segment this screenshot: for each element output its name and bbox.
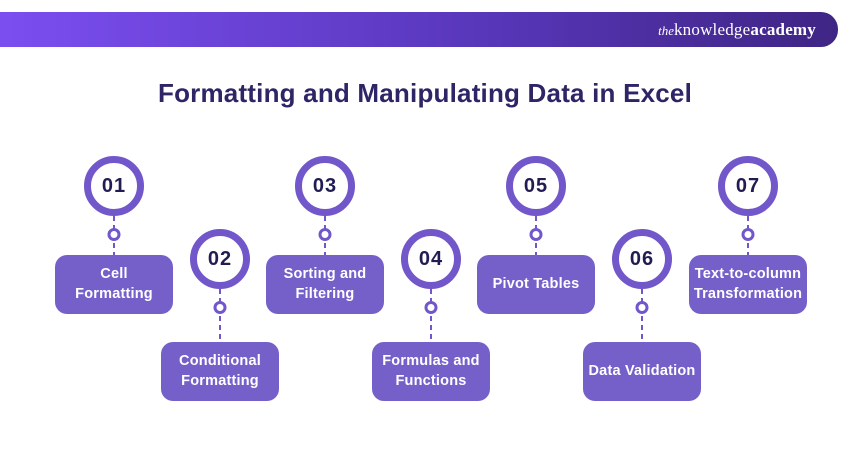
step-number: 04 — [418, 247, 444, 270]
step-number: 05 — [523, 174, 549, 197]
step-label: Pivot Tables — [492, 275, 580, 292]
connector-line — [424, 289, 438, 342]
step-label-box: Formulas and Functions — [372, 342, 490, 401]
step-number: 03 — [312, 174, 338, 197]
connector-line — [318, 216, 332, 255]
step-label: Data Validation — [588, 362, 696, 379]
step-label-box: Pivot Tables — [477, 255, 595, 314]
step-label: Conditional Formatting — [179, 353, 261, 389]
step-label: Sorting and Filtering — [283, 266, 367, 302]
knowledge-academy-logo: theknowledgeacademy — [658, 20, 816, 40]
connector-line — [529, 216, 543, 255]
step-number: 01 — [101, 174, 127, 197]
step-number-circle: 01 — [84, 156, 144, 216]
step-label: Formulas and Functions — [382, 353, 480, 389]
step-number-circle: 07 — [718, 156, 778, 216]
step-item-03: 03 Sorting and Filtering — [266, 156, 384, 314]
step-label: Text-to-column Transformation — [693, 266, 803, 302]
connector-dot — [529, 228, 543, 241]
step-number-circle: 05 — [506, 156, 566, 216]
step-number-circle: 04 — [401, 229, 461, 289]
connector-line — [635, 289, 649, 342]
step-item-01: 01 Cell Formatting — [55, 156, 173, 314]
connector-line — [213, 289, 227, 342]
step-label-box: Data Validation — [583, 342, 701, 401]
page-title: Formatting and Manipulating Data in Exce… — [157, 78, 693, 108]
step-label-box: Sorting and Filtering — [266, 255, 384, 314]
connector-dot — [107, 228, 121, 241]
step-item-05: 05 Pivot Tables — [477, 156, 595, 314]
connector-dot — [213, 301, 227, 314]
step-number: 02 — [207, 247, 233, 270]
brand-header-bar: theknowledgeacademy — [0, 12, 838, 47]
step-number: 06 — [629, 247, 655, 270]
connector-line — [741, 216, 755, 255]
step-item-07: 07 Text-to-column Transformation — [689, 156, 807, 314]
step-number-circle: 06 — [612, 229, 672, 289]
step-number-circle: 03 — [295, 156, 355, 216]
logo-the: the — [658, 22, 674, 38]
connector-line — [107, 216, 121, 255]
logo-academy: academy — [750, 19, 816, 39]
step-label-box: Conditional Formatting — [161, 342, 279, 401]
connector-dot — [635, 301, 649, 314]
step-item-04: 04 Formulas and Functions — [372, 229, 490, 401]
step-number-circle: 02 — [190, 229, 250, 289]
logo-knowledge: knowledge — [673, 19, 751, 39]
connector-dot — [318, 228, 332, 241]
step-item-06: 06 Data Validation — [583, 229, 701, 401]
step-item-02: 02 Conditional Formatting — [161, 229, 279, 401]
step-label: Cell Formatting — [75, 266, 153, 302]
step-label-box: Cell Formatting — [55, 255, 173, 314]
step-number: 07 — [735, 174, 761, 197]
connector-dot — [424, 301, 438, 314]
connector-dot — [741, 228, 755, 241]
step-label-box: Text-to-column Transformation — [689, 255, 807, 314]
